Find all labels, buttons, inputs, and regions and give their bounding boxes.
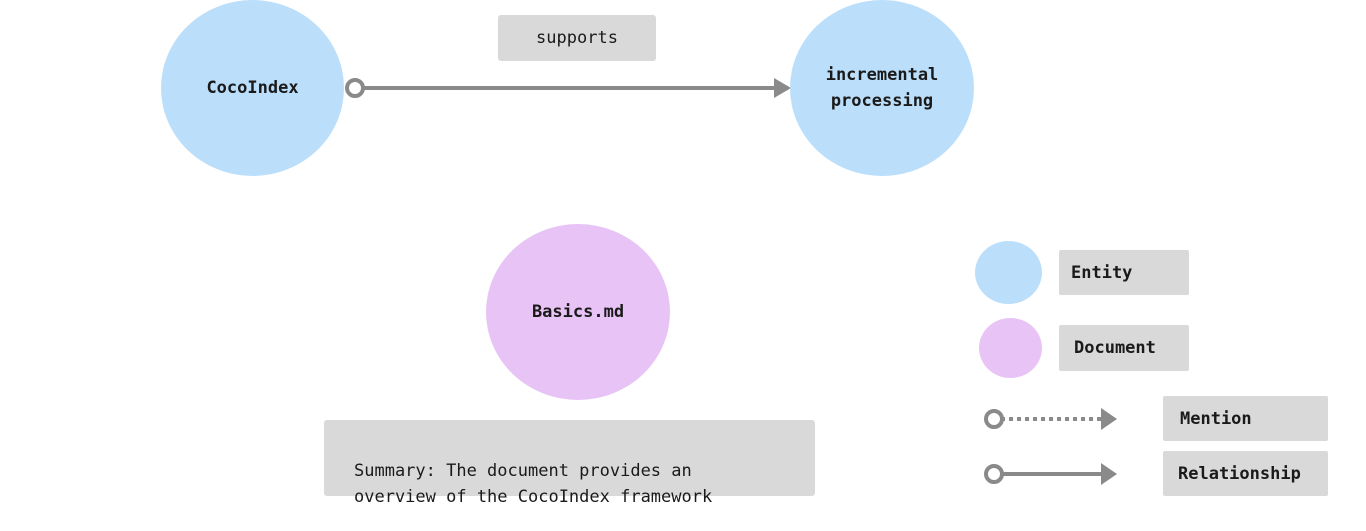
legend-mention-line: [984, 408, 1117, 430]
node-incremental-processing[interactable]: incremental processing: [790, 0, 974, 176]
legend-entity-label: Entity: [1071, 262, 1133, 283]
legend-mention-label: Mention: [1180, 408, 1252, 429]
node-basics-md-label: Basics.md: [531, 302, 625, 322]
legend-relationship-line: [984, 463, 1117, 485]
legend-relationship-label-box: Relationship: [1163, 451, 1328, 496]
legend-relationship-label: Relationship: [1178, 463, 1301, 484]
node-cococindex[interactable]: CocoIndex: [161, 0, 344, 176]
legend-document-label-box: Document: [1059, 325, 1189, 371]
legend-mention-label-box: Mention: [1163, 396, 1328, 441]
edge-supports-arrowhead: [774, 78, 791, 98]
legend-relationship-arrowhead: [1101, 463, 1117, 485]
node-cocoindex-label: CocoIndex: [206, 78, 299, 98]
edge-supports-source-marker: [345, 78, 365, 98]
legend-document-swatch: [979, 318, 1042, 378]
legend-entity-label-box: Entity: [1059, 250, 1189, 295]
document-summary-text: Summary: The document provides an overvi…: [354, 461, 713, 507]
legend-mention-source-marker: [984, 409, 1004, 429]
edge-supports[interactable]: [345, 78, 791, 98]
edge-label-supports: supports: [498, 15, 656, 61]
document-summary: Summary: The document provides an overvi…: [324, 420, 815, 507]
edge-label-supports-text: supports: [536, 28, 618, 48]
legend-relationship-source-marker: [984, 464, 1004, 484]
legend-document-label: Document: [1074, 338, 1156, 358]
node-basics-md[interactable]: Basics.md: [486, 224, 670, 400]
legend-mention-arrowhead: [1101, 408, 1117, 430]
legend-entity-swatch: [975, 241, 1042, 304]
node-incremental-processing-label: incremental processing: [825, 65, 939, 111]
